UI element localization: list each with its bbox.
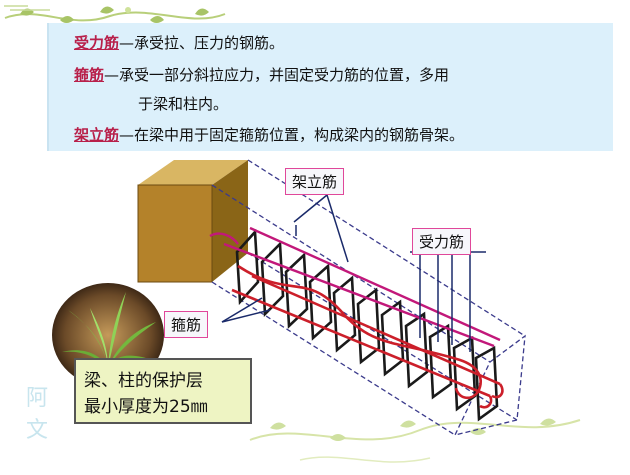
erection-bars	[209, 226, 501, 348]
definitions-panel	[47, 23, 613, 151]
definition-stirrup: 箍筋—承受一部分斜拉应力，并固定受力筋的位置，多用	[74, 64, 449, 85]
definition-erection-bar: 架立筋—在梁中用于固定箍筋位置，构成梁内的钢筋骨架。	[74, 124, 464, 145]
definition-erection-bar-text: —在梁中用于固定箍筋位置，构成梁内的钢筋骨架。	[119, 126, 465, 144]
watermark-char-2: 文	[26, 418, 49, 443]
term-erection-bar: 架立筋	[74, 126, 120, 144]
callout-stirrup: 箍筋	[164, 311, 209, 338]
concrete-block-face	[137, 184, 213, 283]
callout-main-bar: 受力筋	[412, 228, 472, 255]
main-bars	[231, 264, 504, 409]
callout-erection-bar: 架立筋	[285, 168, 345, 195]
term-main-bar: 受力筋	[74, 34, 120, 52]
term-stirrup: 箍筋	[74, 66, 105, 84]
callout-leaders	[221, 194, 486, 352]
definition-main-bar-text: —承受拉、压力的钢筋。	[119, 34, 285, 52]
note-line-1: 梁、柱的保护层	[84, 371, 203, 391]
definition-stirrup-text: —承受一部分斜拉应力，并固定受力筋的位置，多用	[104, 66, 450, 84]
definition-stirrup-continued: 于梁和柱内。	[138, 95, 229, 113]
bottom-vine-decoration	[249, 418, 581, 463]
concrete-block-top	[138, 160, 248, 185]
definition-main-bar: 受力筋—承受拉、压力的钢筋。	[74, 32, 284, 53]
note-line-2: 最小厚度为25㎜	[84, 397, 208, 417]
cover-thickness-note: 梁、柱的保护层 最小厚度为25㎜	[74, 358, 252, 424]
watermark-char-1: 阿	[26, 386, 49, 411]
